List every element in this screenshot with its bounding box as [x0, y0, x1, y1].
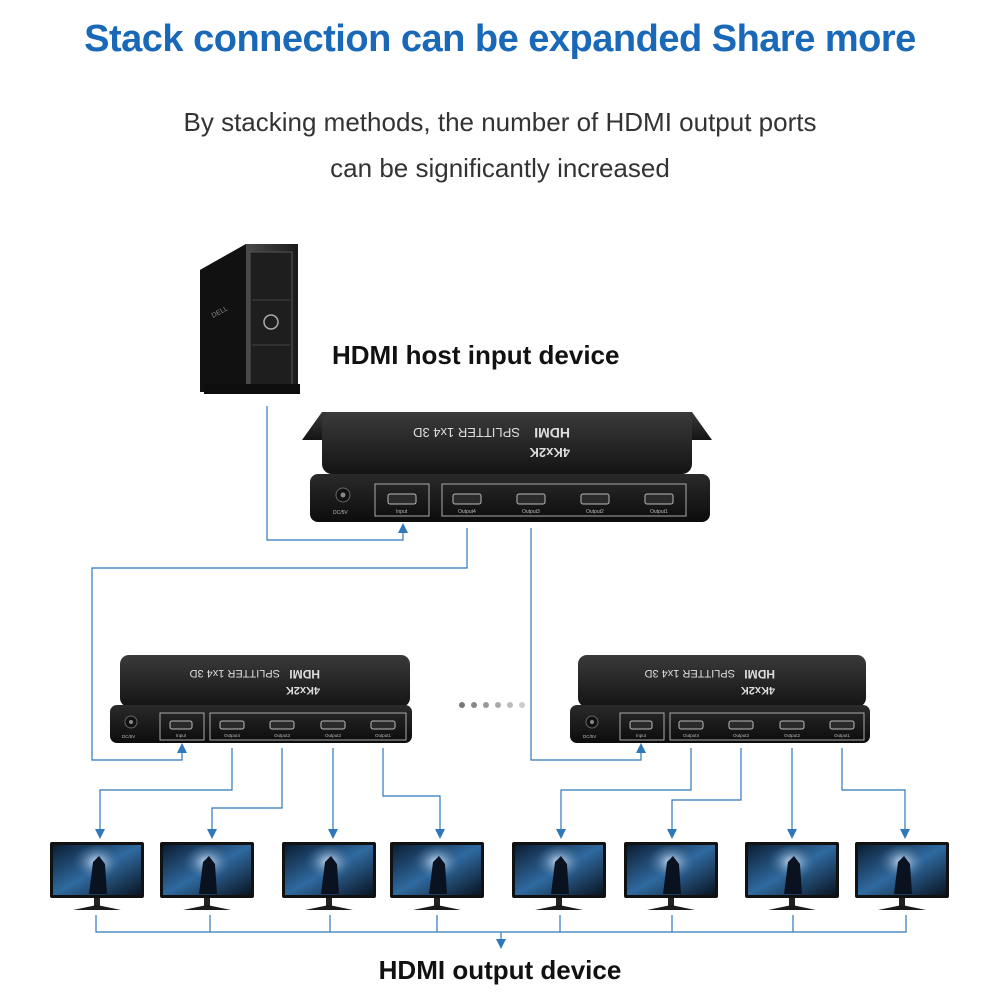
hdmi-port-icon	[580, 493, 610, 505]
splitter-top: HDMI SPLITTER 1x4 3D 4Kx2K DC/5V Input O…	[302, 412, 712, 522]
hdmi-port-icon	[269, 720, 295, 730]
subtitle-line-2: can be significantly increased	[330, 153, 670, 183]
splitter-left-output-label: Output3	[274, 733, 291, 738]
splitter-right-output-label: Output4	[683, 733, 700, 738]
hdmi-port-icon	[320, 720, 346, 730]
splitter-top-resolution: 4Kx2K	[529, 445, 570, 460]
splitter-top-input-label: Input	[396, 509, 408, 515]
splitter-right: HDMI SPLITTER 1x4 3D 4Kx2K DC/5V Input O…	[570, 655, 870, 743]
monitor-icon	[50, 842, 144, 910]
splitter-left-output-label: Output1	[375, 733, 392, 738]
splitter-left-output-label: Output4	[224, 733, 241, 738]
splitter-right-resolution: 4Kx2K	[741, 684, 775, 696]
hdmi-port-icon	[387, 493, 417, 505]
monitor-icon	[160, 842, 254, 910]
hdmi-port-icon	[452, 493, 482, 505]
splitter-top-model: SPLITTER 1x4 3D	[413, 425, 520, 440]
hdmi-port-icon	[516, 493, 546, 505]
splitter-right-output-label: Output1	[834, 733, 851, 738]
hdmi-port-icon	[678, 720, 704, 730]
connection-lines	[91, 406, 910, 949]
splitter-right-brand: HDMI	[744, 667, 775, 681]
monitor-row	[50, 842, 949, 910]
monitor-icon	[855, 842, 949, 910]
pc-tower	[200, 244, 300, 394]
monitor-icon	[512, 842, 606, 910]
monitor-icon	[624, 842, 718, 910]
splitter-right-input-label: Input	[636, 733, 647, 738]
more-devices-dots	[459, 702, 525, 708]
splitter-top-output-label: Output4	[458, 509, 476, 515]
hdmi-port-icon	[629, 720, 653, 730]
splitter-right-output-label: Output3	[733, 733, 750, 738]
hdmi-port-icon	[169, 720, 193, 730]
splitter-top-brand: HDMI	[534, 425, 570, 441]
hdmi-port-icon	[829, 720, 855, 730]
hdmi-port-icon	[219, 720, 245, 730]
host-device-label: HDMI host input device	[332, 340, 620, 370]
hdmi-port-icon	[370, 720, 396, 730]
splitter-left-output-label: Output2	[325, 733, 342, 738]
splitter-left-model: SPLITTER 1x4 3D	[189, 667, 280, 679]
splitter-left-input-label: Input	[176, 733, 187, 738]
subtitle-line-1: By stacking methods, the number of HDMI …	[183, 107, 817, 137]
hdmi-port-icon	[728, 720, 754, 730]
monitor-icon	[282, 842, 376, 910]
hdmi-port-icon	[779, 720, 805, 730]
splitter-top-output-label: Output3	[522, 509, 540, 515]
hdmi-port-icon	[644, 493, 674, 505]
splitter-left-resolution: 4Kx2K	[286, 684, 320, 696]
splitter-top-output-label: Output2	[586, 509, 604, 515]
splitter-right-dc-label: DC/5V	[583, 734, 596, 739]
splitter-left-brand: HDMI	[289, 667, 320, 681]
output-device-label: HDMI output device	[378, 955, 622, 985]
splitter-left: HDMI SPLITTER 1x4 3D 4Kx2K DC/5V Input O…	[110, 655, 412, 743]
splitter-top-output-label: Output1	[650, 509, 668, 515]
monitor-icon	[745, 842, 839, 910]
monitor-icon	[390, 842, 484, 910]
splitter-right-output-label: Output2	[784, 733, 801, 738]
splitter-right-model: SPLITTER 1x4 3D	[644, 667, 735, 679]
splitter-top-dc-label: DC/5V	[333, 510, 348, 516]
splitter-left-dc-label: DC/5V	[122, 734, 135, 739]
power-button-icon	[263, 314, 279, 330]
page-title: Stack connection can be expanded Share m…	[84, 18, 916, 60]
